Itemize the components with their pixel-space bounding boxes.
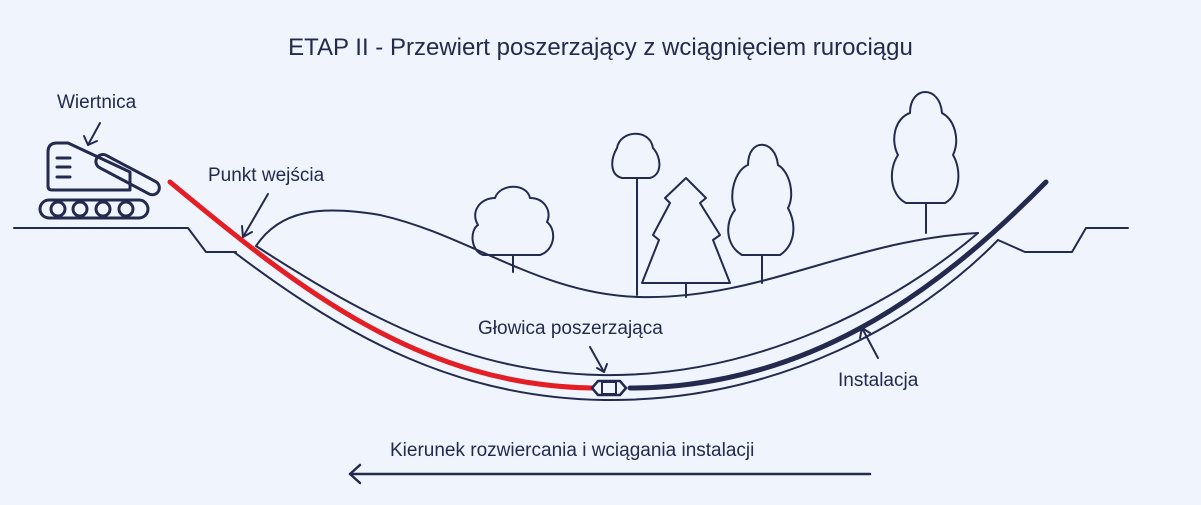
ground-right xyxy=(997,227,1129,253)
reamer-head-icon xyxy=(590,379,628,397)
arrow-icon xyxy=(589,346,608,373)
arrow-icon xyxy=(859,327,879,359)
borehole-lower-wall xyxy=(233,239,999,402)
drilling-rig-icon xyxy=(38,141,161,220)
drill-string xyxy=(167,179,595,391)
borehole-upper-wall xyxy=(255,232,979,377)
reamer-head-label: Głowica poszerzająca xyxy=(478,318,663,339)
direction-label: Kierunek rozwiercania i wciągania instal… xyxy=(390,440,755,461)
entry-point-label: Punkt wejścia xyxy=(208,165,325,186)
pipeline xyxy=(627,179,1049,391)
ground-left xyxy=(13,227,237,253)
rig-label: Wiertnica xyxy=(57,92,137,113)
tree-icon xyxy=(471,185,555,273)
installation-label: Instalacja xyxy=(838,370,919,391)
direction-arrow-icon xyxy=(348,463,872,485)
tree-icon xyxy=(611,132,661,296)
tree-icon xyxy=(727,143,795,284)
arrow-icon xyxy=(241,193,269,238)
terrain-hill xyxy=(255,209,979,299)
arrow-icon xyxy=(83,122,101,146)
diagram-title: ETAP II - Przewiert poszerzający z wciąg… xyxy=(288,34,913,61)
pine-tree-icon xyxy=(641,177,731,298)
tree-icon xyxy=(890,91,960,234)
